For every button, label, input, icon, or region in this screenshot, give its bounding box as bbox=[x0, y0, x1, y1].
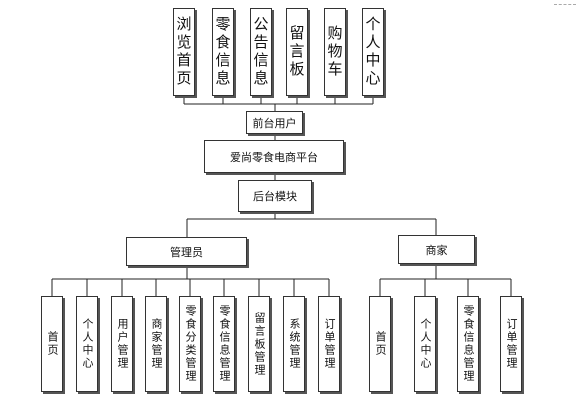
leaf-label: 订单管理 bbox=[323, 318, 336, 370]
admin-module-snack-info: 零食信息管理 bbox=[213, 296, 235, 392]
frontend-user-node: 前台用户 bbox=[246, 111, 303, 134]
frontend-user-label: 前台用户 bbox=[252, 116, 297, 130]
merchant-label: 商家 bbox=[425, 243, 448, 257]
leaf-label: 个人中心 bbox=[419, 318, 432, 370]
leaf-label: 零食信息管理 bbox=[462, 305, 475, 383]
module-personal-center: 个人中心 bbox=[362, 8, 384, 96]
leaf-label: 个人中心 bbox=[81, 318, 94, 370]
admin-module-merchant-management: 商家管理 bbox=[145, 296, 167, 392]
admin-module-message-board: 留言板管理 bbox=[248, 296, 270, 392]
leaf-label: 首页 bbox=[374, 331, 387, 357]
module-label: 浏览首页 bbox=[174, 16, 193, 88]
merchant-module-personal-center: 个人中心 bbox=[414, 296, 436, 392]
module-label: 个人中心 bbox=[363, 16, 382, 88]
admin-module-home: 首页 bbox=[41, 296, 63, 392]
leaf-label: 订单管理 bbox=[505, 318, 518, 370]
backend-node: 后台模块 bbox=[238, 180, 312, 212]
backend-label: 后台模块 bbox=[253, 190, 297, 203]
admin-module-personal-center: 个人中心 bbox=[76, 296, 98, 392]
leaf-label: 用户管理 bbox=[116, 318, 129, 370]
module-label: 公告信息 bbox=[251, 16, 270, 88]
admin-module-orders: 订单管理 bbox=[318, 296, 340, 392]
module-snack-info: 零食信息 bbox=[212, 8, 234, 96]
admin-module-system: 系统管理 bbox=[283, 296, 305, 392]
admin-label: 管理员 bbox=[170, 245, 203, 259]
merchant-module-snack-info: 零食信息管理 bbox=[457, 296, 479, 392]
platform-node: 爱尚零食电商平台 bbox=[204, 140, 344, 173]
module-label: 留言板 bbox=[287, 25, 306, 79]
admin-node: 管理员 bbox=[126, 237, 247, 266]
module-shopping-cart: 购物车 bbox=[324, 8, 346, 96]
leaf-label: 留言板管理 bbox=[253, 311, 266, 377]
page-corner-mark bbox=[554, 0, 576, 5]
leaf-label: 首页 bbox=[46, 331, 59, 357]
leaf-label: 系统管理 bbox=[288, 318, 301, 370]
module-label: 购物车 bbox=[325, 25, 344, 79]
platform-label: 爱尚零食电商平台 bbox=[230, 150, 318, 164]
leaf-label: 零食信息管理 bbox=[218, 305, 231, 383]
admin-module-user-management: 用户管理 bbox=[111, 296, 133, 392]
merchant-module-home: 首页 bbox=[369, 296, 391, 392]
leaf-label: 商家管理 bbox=[150, 318, 163, 370]
module-announcement: 公告信息 bbox=[250, 8, 272, 96]
module-label: 零食信息 bbox=[213, 16, 232, 88]
merchant-module-orders: 订单管理 bbox=[500, 296, 522, 392]
module-browse-home: 浏览首页 bbox=[173, 8, 195, 96]
module-message-board: 留言板 bbox=[286, 8, 308, 96]
admin-module-snack-category: 零食分类管理 bbox=[179, 296, 201, 392]
leaf-label: 零食分类管理 bbox=[184, 305, 197, 383]
merchant-node: 商家 bbox=[398, 235, 475, 264]
